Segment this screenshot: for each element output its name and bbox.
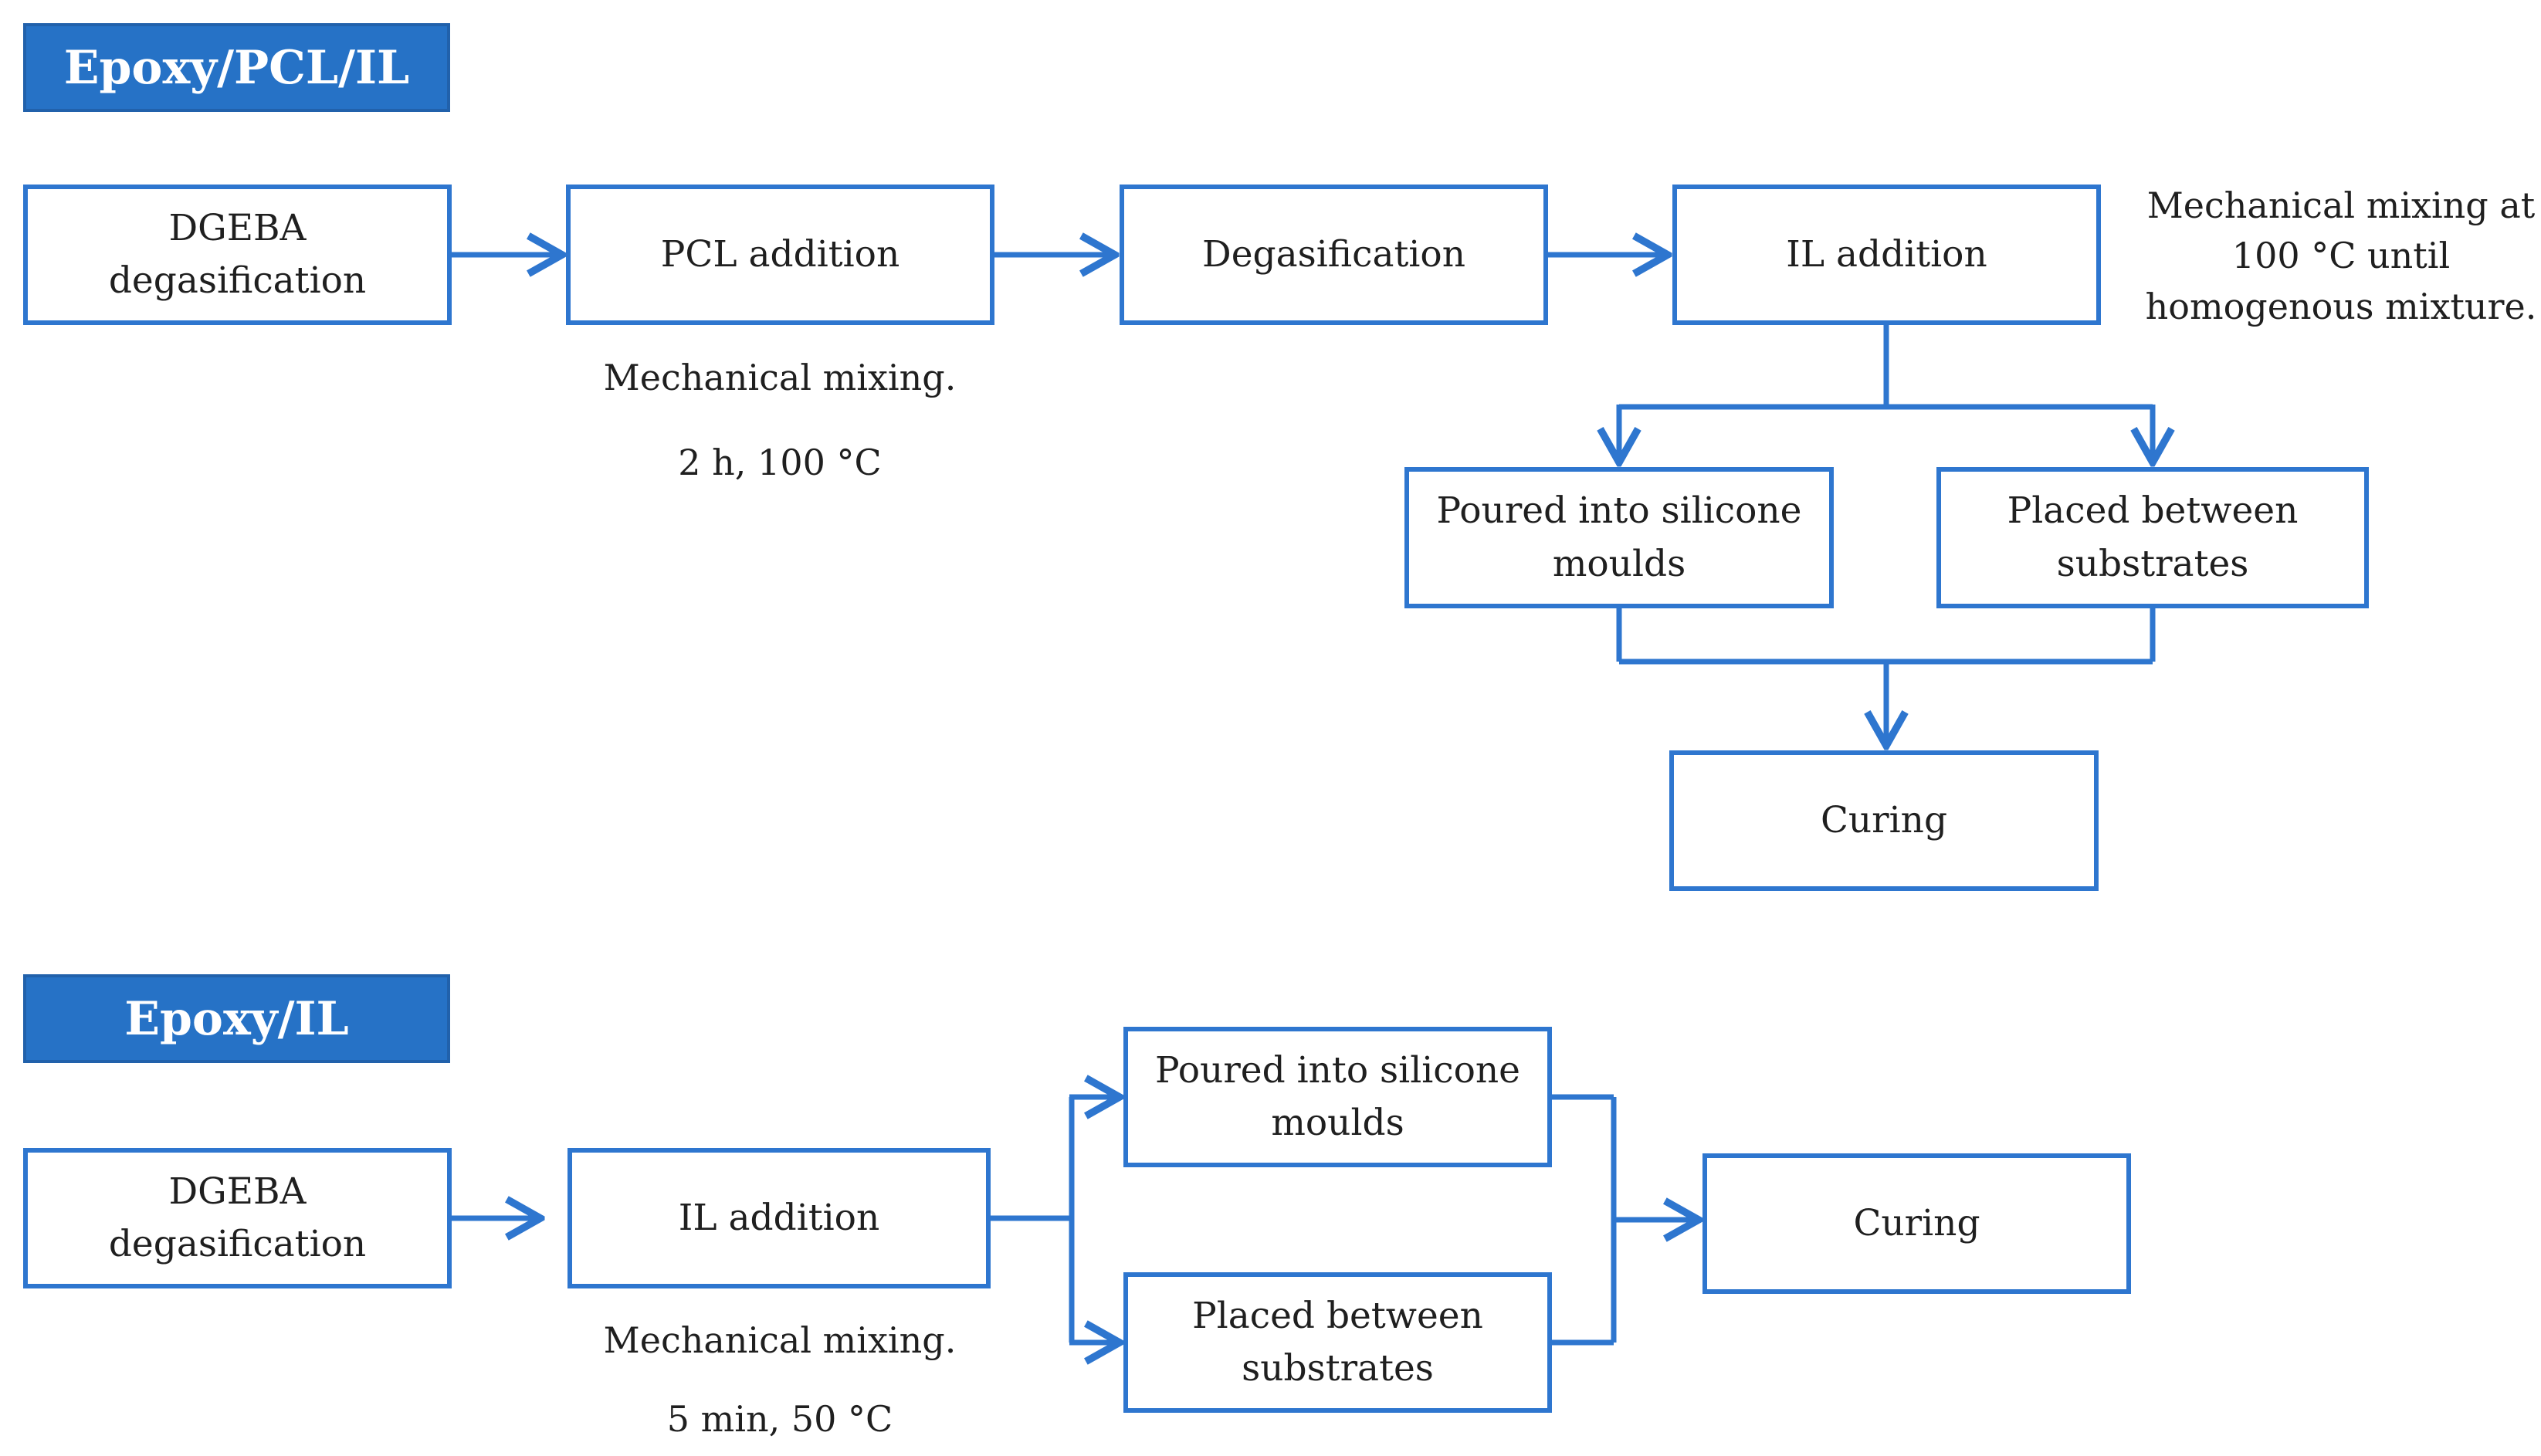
box-placed-between-substrates-top: Placed between substrates — [1936, 467, 2369, 608]
note-il-addition-conditions: Mechanical mixing at 100 °C until homoge… — [2145, 185, 2537, 327]
box-poured-into-silicone-moulds-top: Poured into silicone moulds — [1404, 467, 1834, 608]
box-il-addition-bottom: IL addition — [567, 1148, 991, 1288]
box-pcl-addition: PCL addition — [566, 185, 994, 325]
box-il-addition-top: IL addition — [1672, 185, 2101, 325]
box-curing-top: Curing — [1669, 750, 2099, 891]
note-mechanical-mixing-top: Mechanical mixing. — [603, 357, 957, 398]
note-mixing-conditions-top: 2 h, 100 °C — [678, 442, 882, 483]
note-mixing-conditions-bottom: 5 min, 50 °C — [666, 1398, 893, 1440]
box-placed-between-substrates-bottom: Placed between substrates — [1123, 1272, 1552, 1413]
note-mechanical-mixing-bottom: Mechanical mixing. — [603, 1319, 957, 1361]
box-dgeba-degasification-bottom: DGEBA degasification — [23, 1148, 452, 1288]
box-curing-bottom: Curing — [1702, 1153, 2131, 1294]
header-epoxy-il: Epoxy/IL — [23, 974, 450, 1063]
header-epoxy-pcl-il: Epoxy/PCL/IL — [23, 23, 450, 112]
box-dgeba-degasification-top: DGEBA degasification — [23, 185, 452, 325]
box-degasification: Degasification — [1120, 185, 1548, 325]
box-poured-into-silicone-moulds-bottom: Poured into silicone moulds — [1123, 1027, 1552, 1167]
